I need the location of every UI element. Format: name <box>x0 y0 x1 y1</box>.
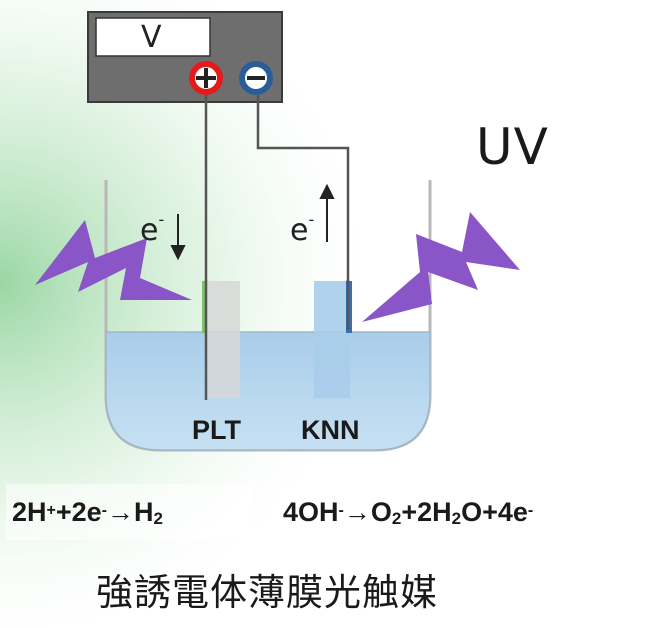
voltmeter-label: V <box>141 20 162 55</box>
caption: 強誘電体薄膜光触媒 <box>96 571 438 614</box>
reduction-equation: 2H++2e-→H2 <box>12 497 163 528</box>
plt-label: PLT <box>192 415 241 445</box>
electron-arrow-down-icon <box>170 214 186 261</box>
water <box>105 331 431 451</box>
equation-right-panel <box>278 484 644 540</box>
knn-electrode <box>314 281 352 398</box>
oxidation-equation: 4OH-→O2+2H2O+4e- <box>283 497 534 528</box>
electron-arrow-up-icon <box>319 183 335 242</box>
knn-label: KNN <box>301 415 360 445</box>
uv-label: UV <box>476 118 549 176</box>
uv-lightning-left-icon <box>35 220 192 300</box>
equation-left-panel <box>6 484 252 540</box>
electron-label-left: e- <box>140 210 165 248</box>
uv-lightning-right-icon <box>362 212 520 322</box>
voltmeter-display <box>95 17 211 57</box>
positive-terminal-icon <box>189 61 223 95</box>
plt-electrode <box>202 281 240 398</box>
negative-terminal-icon <box>239 61 273 95</box>
electron-label-right: e- <box>290 210 315 248</box>
right-wire <box>256 88 350 330</box>
